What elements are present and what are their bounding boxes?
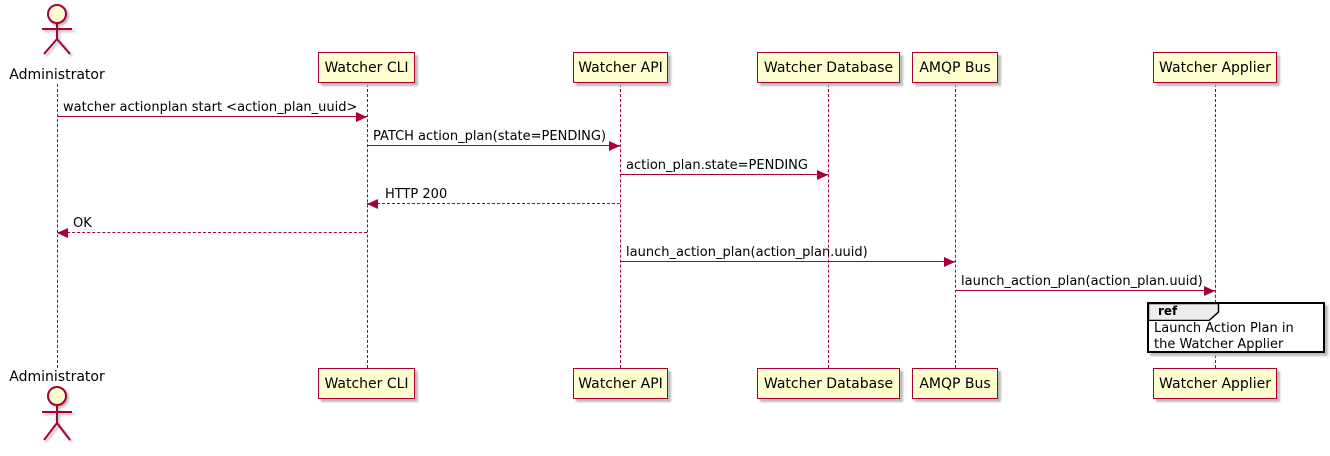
message-launch-action-plan-amqp: launch_action_plan(action_plan.uuid)	[620, 244, 955, 267]
lifeline-administrator	[57, 84, 58, 368]
participant-watcher-applier-bottom: Watcher Applier	[1153, 368, 1277, 399]
lifeline-watcher-applier	[1215, 84, 1216, 368]
message-patch-action-plan: PATCH action_plan(state=PENDING)	[367, 128, 620, 151]
actor-icon	[42, 4, 72, 55]
participant-watcher-cli-bottom: Watcher CLI	[318, 368, 415, 399]
message-line	[367, 145, 620, 146]
message-ok: OK	[57, 215, 367, 238]
actor-icon	[42, 386, 72, 441]
lifeline-watcher-database	[828, 84, 829, 368]
arrowhead-icon	[57, 228, 68, 238]
ref-header-shape-icon	[1147, 302, 1220, 322]
message-line	[620, 174, 828, 175]
participant-watcher-database-bottom: Watcher Database	[757, 368, 900, 399]
actor-label-bottom: Administrator	[9, 369, 105, 385]
arrowhead-icon	[356, 112, 367, 122]
arrowhead-icon	[817, 170, 828, 180]
message-state-pending: action_plan.state=PENDING	[620, 157, 828, 180]
participant-watcher-database-top: Watcher Database	[757, 52, 900, 83]
arrowhead-icon	[609, 141, 620, 151]
participant-watcher-api-top: Watcher API	[573, 52, 668, 83]
ref-keyword: ref	[1158, 304, 1178, 318]
participant-watcher-cli-top: Watcher CLI	[318, 52, 415, 83]
message-http-200: HTTP 200	[367, 186, 620, 209]
message-actionplan-start: watcher actionplan start <action_plan_uu…	[57, 99, 367, 122]
arrowhead-icon	[367, 199, 378, 209]
participant-amqp-bus-top: AMQP Bus	[912, 52, 998, 83]
lifeline-watcher-api	[620, 84, 621, 368]
arrowhead-icon	[944, 257, 955, 267]
participant-amqp-bus-bottom: AMQP Bus	[912, 368, 998, 399]
message-launch-action-plan-applier: launch_action_plan(action_plan.uuid)	[955, 273, 1215, 296]
message-line	[620, 261, 955, 262]
message-line	[57, 116, 367, 117]
message-line	[955, 290, 1215, 291]
message-line	[367, 203, 620, 204]
ref-header: ref	[1147, 302, 1220, 322]
ref-fragment: ref Launch Action Plan in the Watcher Ap…	[1147, 302, 1325, 353]
lifeline-watcher-cli	[367, 84, 368, 368]
lifeline-amqp-bus	[955, 84, 956, 368]
participant-watcher-api-bottom: Watcher API	[573, 368, 668, 399]
actor-label-top: Administrator	[9, 67, 105, 83]
message-line	[57, 232, 367, 233]
arrowhead-icon	[1204, 286, 1215, 296]
ref-text: Launch Action Plan in the Watcher Applie…	[1154, 321, 1294, 352]
participant-watcher-applier-top: Watcher Applier	[1153, 52, 1277, 83]
